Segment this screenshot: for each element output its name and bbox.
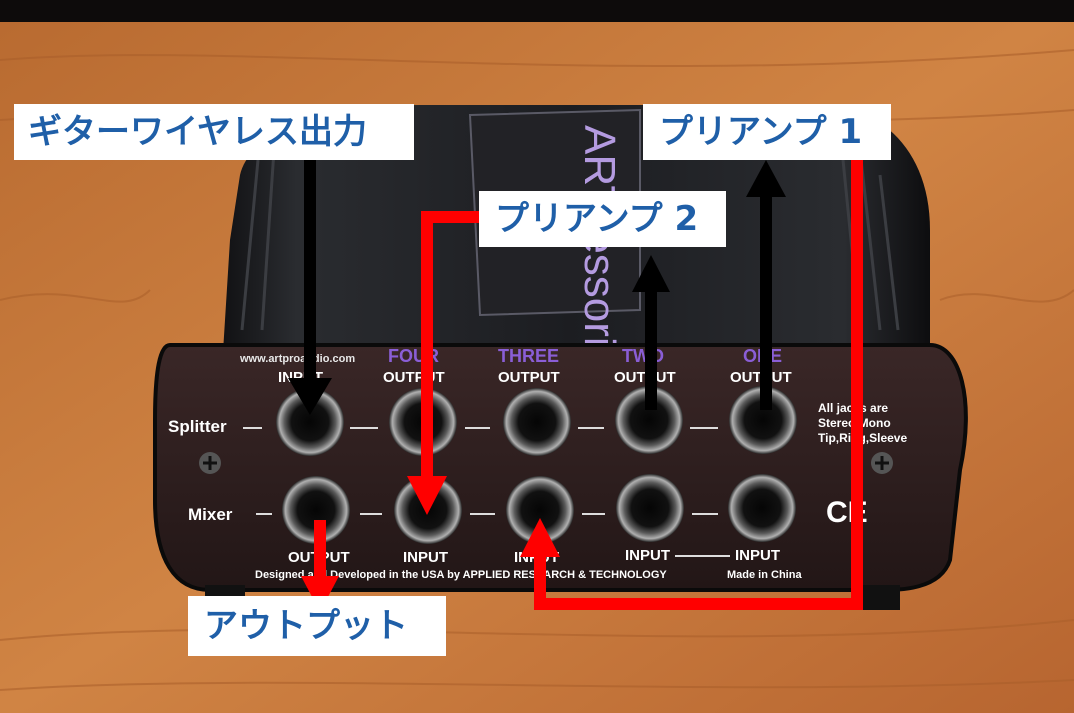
- jack-mixer-output: [282, 476, 350, 544]
- callout-preamp-2: プリアンプ 2: [479, 191, 726, 247]
- arrow-output-two-to-preamp-2: [632, 255, 670, 410]
- jack-output-three: [503, 388, 571, 456]
- arrow-preamp-1-to-input-three: [520, 160, 863, 610]
- screw-right: [871, 452, 893, 474]
- input-label-four: INPUT: [403, 549, 448, 566]
- arrow-mixer-output-to-output: [301, 520, 339, 612]
- jack-output-two: [615, 386, 683, 454]
- jack-splitter-input: [276, 388, 344, 456]
- callout-guitar-wireless-output: ギターワイヤレス出力: [14, 104, 414, 160]
- footer-text: Designed and Developed in the USA by APP…: [255, 569, 667, 581]
- input-label-one: INPUT: [735, 547, 780, 564]
- front-panel: [153, 343, 968, 592]
- output-label-four: OUTPUT: [383, 369, 445, 386]
- callout-preamp-1: プリアンプ 1: [643, 104, 891, 160]
- made-in-label: Made in China: [727, 569, 802, 581]
- splitter-row-label: Splitter: [168, 417, 227, 436]
- callout-output: アウトプット: [188, 596, 446, 656]
- output-label-two: OUTPUT: [614, 369, 676, 386]
- screw-left: [199, 452, 221, 474]
- website-label: www.artproaudio.com: [239, 353, 355, 365]
- jack-output-one: [729, 386, 797, 454]
- arrow-preamp-2-to-input-four: [407, 211, 480, 515]
- dark-top-edge: [0, 0, 1074, 22]
- channel-two-label: TWO: [622, 346, 664, 366]
- output-label-three: OUTPUT: [498, 369, 560, 386]
- heatsink-fins: [240, 129, 900, 331]
- rubber-foot-right: [860, 585, 900, 610]
- jack-input-three: [506, 476, 574, 544]
- channel-three-label: THREE: [498, 346, 559, 366]
- arrow-output-one-to-preamp-1: [746, 160, 786, 410]
- input-label-two: INPUT: [625, 547, 670, 564]
- mixer-row-label: Mixer: [188, 505, 233, 524]
- panel-connector-lines: [243, 427, 730, 557]
- jack-input-two: [616, 474, 684, 542]
- jack-input-one: [728, 474, 796, 542]
- arrow-guitar-wireless-to-input: [288, 150, 332, 415]
